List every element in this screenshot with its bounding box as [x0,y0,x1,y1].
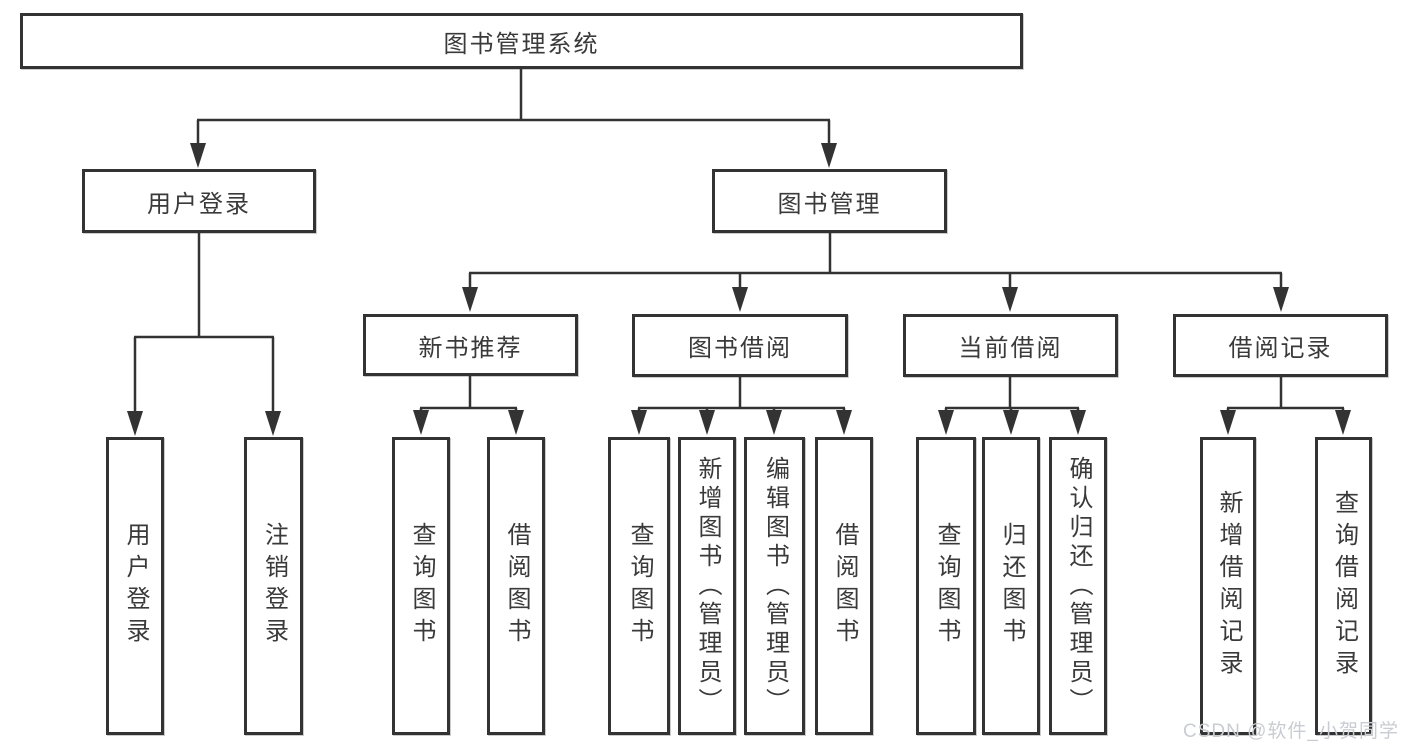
node-library-system: 图书管理系统 [20,13,1023,69]
leaf-borrow-books-recommend: 借阅图书 [487,437,545,735]
leaf-return-books: 归还图书 [982,437,1040,735]
node-book-management: 图书管理 [712,169,947,233]
leaf-query-books-current: 查询图书 [916,437,976,735]
node-borrowing-records: 借阅记录 [1173,314,1388,377]
leaf-borrow-books: 借阅图书 [815,437,873,735]
leaf-confirm-return-admin: 确认归还（管理员） [1049,437,1107,735]
node-book-borrowing: 图书借阅 [632,314,848,377]
node-current-borrowing: 当前借阅 [903,314,1118,377]
leaf-query-borrow-record: 查询借阅记录 [1315,437,1372,735]
leaf-logout-login: 注销登录 [244,437,303,735]
leaf-query-books-recommend: 查询图书 [392,437,450,735]
leaf-add-books-admin: 新增图书（管理员） [678,437,736,735]
node-new-book-recommend: 新书推荐 [363,314,578,376]
leaf-query-books-borrowing: 查询图书 [608,437,670,735]
leaf-add-borrow-record: 新增借阅记录 [1200,437,1256,735]
node-user-login-branch: 用户登录 [82,169,316,233]
csdn-watermark: CSDN @软件_小贺同学 [1183,721,1399,742]
leaf-edit-books-admin: 编辑图书（管理员） [744,437,805,735]
leaf-user-login: 用户登录 [106,437,164,735]
